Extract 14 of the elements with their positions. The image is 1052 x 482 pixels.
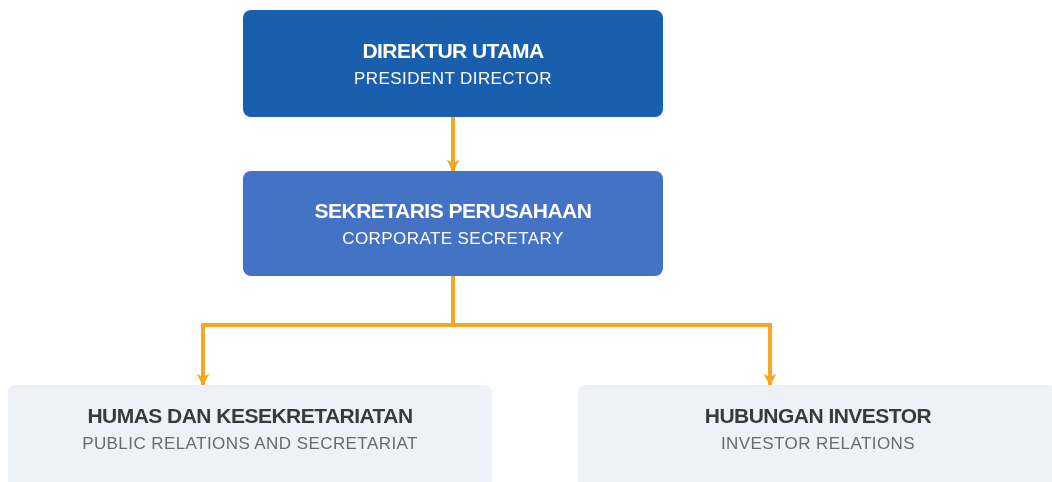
org-box	[8, 385, 492, 482]
box-title: HUBUNGAN INVESTOR	[704, 403, 932, 429]
org-box	[578, 385, 1052, 482]
arrow	[446, 117, 460, 173]
box-subtitle: CORPORATE SECRETARY	[342, 228, 564, 250]
org-box	[243, 10, 663, 117]
arrow	[451, 276, 777, 387]
box-title: SEKRETARIS PERUSAHAAN	[314, 197, 592, 224]
org-box	[243, 171, 663, 276]
box-subtitle: PUBLIC RELATIONS AND SECRETARIAT	[82, 433, 418, 455]
box-subtitle: PRESIDENT DIRECTOR	[354, 68, 552, 90]
box-title: DIREKTUR UTAMA	[362, 37, 544, 64]
box-title: HUMAS DAN KESEKRETARIATAN	[87, 403, 413, 429]
box-subtitle: INVESTOR RELATIONS	[720, 433, 916, 455]
